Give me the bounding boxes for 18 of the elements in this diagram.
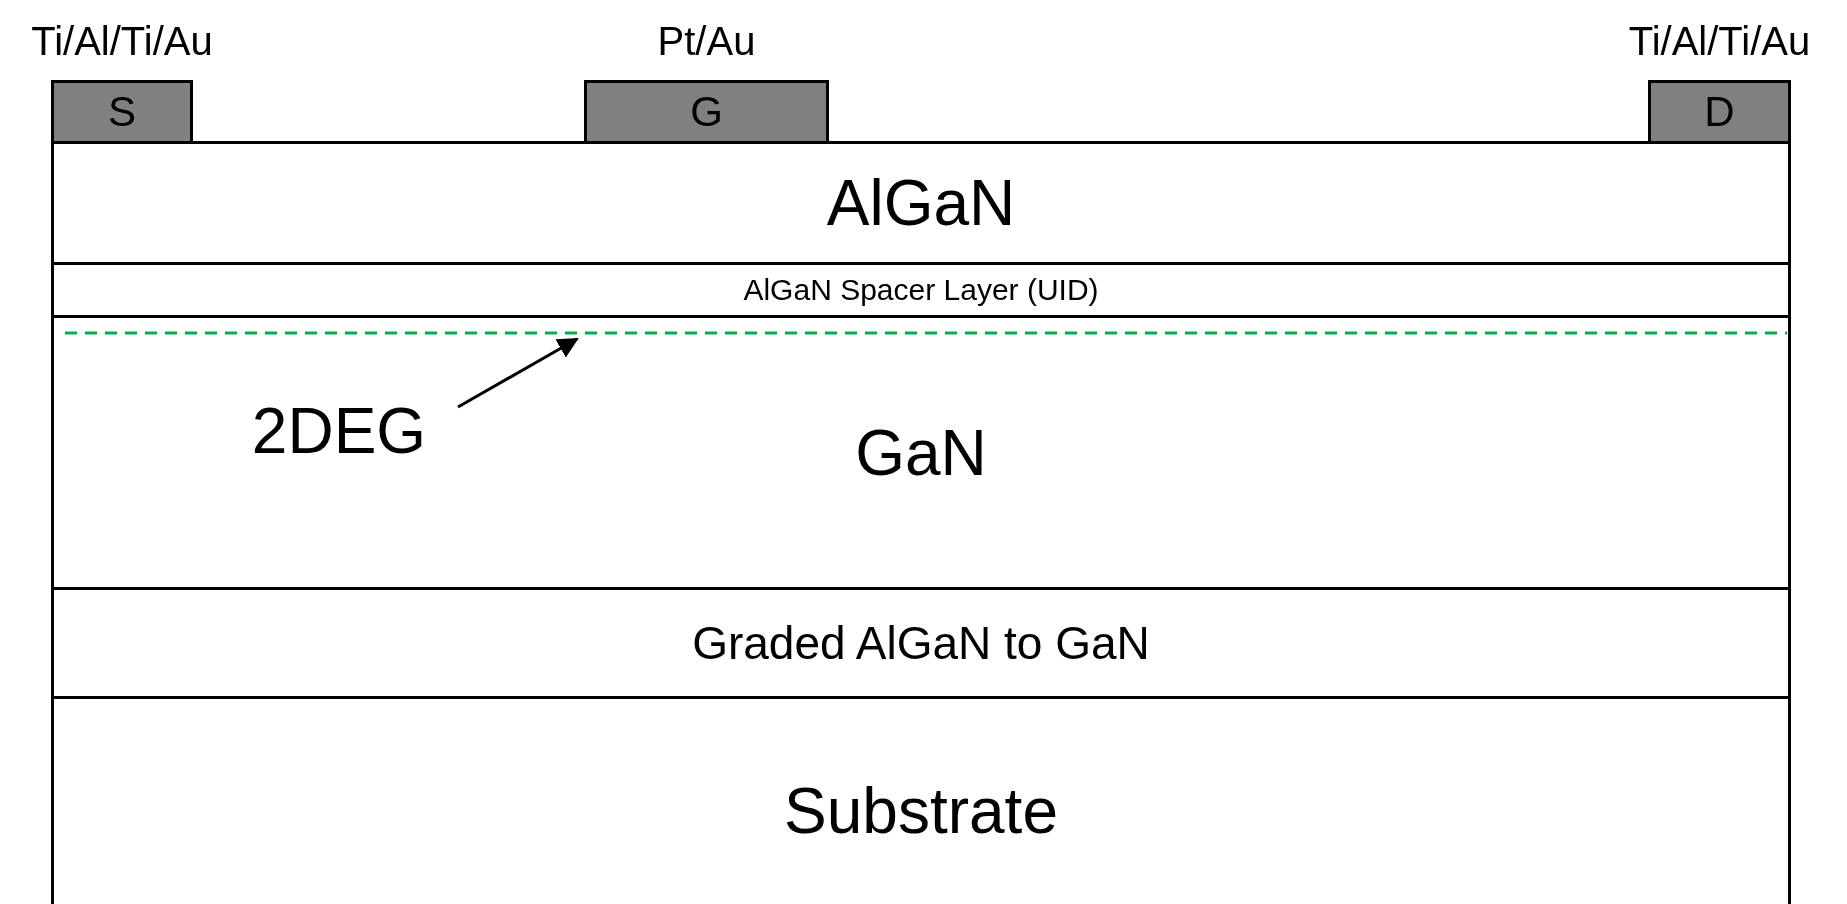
material-label: Ti/Al/Ti/Au — [31, 21, 213, 61]
layer-label: D — [1704, 91, 1735, 133]
spacer-layer — [51, 262, 1791, 318]
layer-label: Graded AlGaN to GaN — [692, 620, 1150, 666]
substrate-layer — [51, 696, 1791, 904]
label-text: 2DEG — [224, 393, 454, 469]
transition-layer — [51, 587, 1791, 699]
barrier-layer — [51, 141, 1791, 265]
material-label: Pt/Au — [657, 21, 756, 61]
layer-label: G — [690, 91, 723, 133]
layer-label: Substrate — [784, 779, 1058, 843]
material-label: Ti/Al/Ti/Au — [1628, 21, 1811, 61]
layer-label: AlGaN Spacer Layer (UID) — [743, 275, 1099, 305]
leader-arrow — [457, 337, 579, 409]
layer-label: S — [108, 91, 136, 133]
channel-layer — [51, 315, 1791, 590]
layer-label: AlGaN — [826, 171, 1016, 235]
layer-label: GaN — [855, 420, 987, 485]
